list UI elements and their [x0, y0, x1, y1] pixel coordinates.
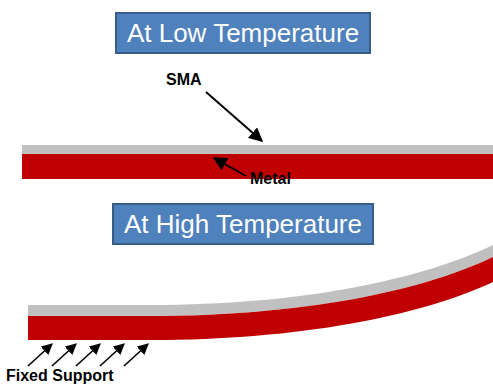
box-title: At Low Temperature [127, 18, 359, 49]
support-arrow [52, 344, 76, 366]
support-arrow [100, 344, 124, 366]
sma-layer [22, 145, 493, 154]
title-box: At High Temperature [112, 203, 374, 245]
metal-layer-bent [28, 257, 493, 340]
support-arrow [76, 344, 100, 366]
box-title: At High Temperature [124, 209, 362, 240]
part-label: SMA [166, 71, 202, 89]
support-arrow [28, 344, 52, 366]
leader-arrow [206, 92, 262, 141]
part-label: Metal [250, 170, 291, 188]
fixed-support-arrows [28, 344, 148, 366]
part-label: Fixed Support [6, 367, 114, 385]
support-arrow [124, 344, 148, 366]
leader-arrow [214, 158, 246, 176]
title-box: At Low Temperature [115, 12, 371, 54]
